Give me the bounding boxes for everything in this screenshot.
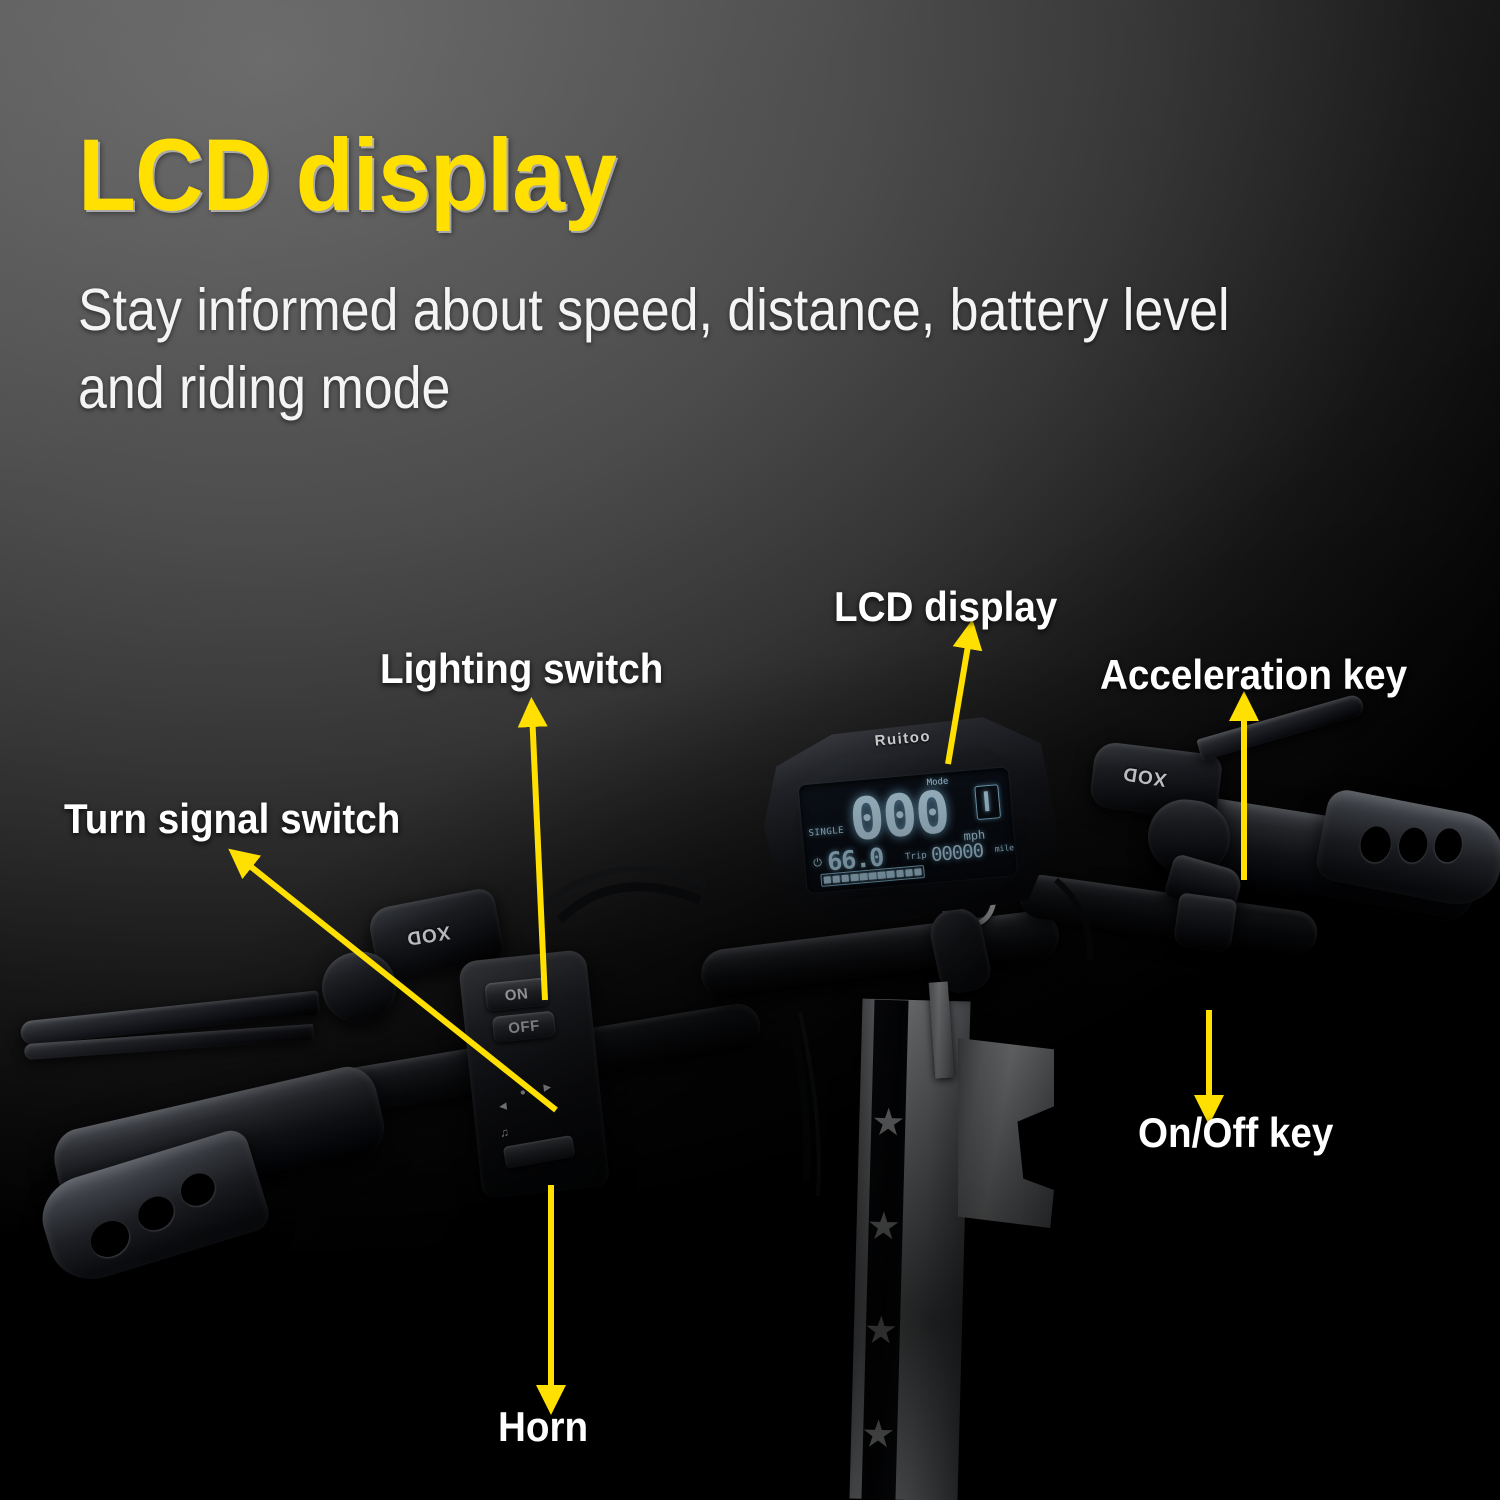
page-subtitle: Stay informed about speed, distance, bat… <box>78 277 1230 421</box>
callout-acceleration-key: Acceleration key <box>1100 651 1408 698</box>
callout-horn: Horn <box>498 1403 589 1450</box>
callout-on-off-key: On/Off key <box>1138 1109 1334 1156</box>
callout-turn-signal-switch: Turn signal switch <box>64 795 401 842</box>
callout-lcd-display: LCD display <box>834 583 1058 630</box>
callout-lighting-switch: Lighting switch <box>380 645 664 692</box>
page-title: LCD display <box>78 118 617 232</box>
